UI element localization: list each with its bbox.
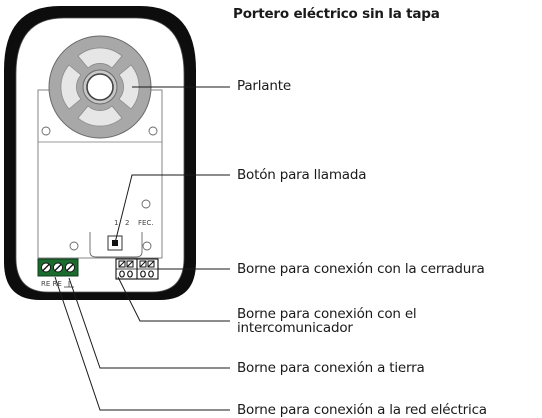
- mount-hole: [142, 241, 152, 251]
- label-lock-terminal: Borne para conexión con la cerradura: [237, 261, 485, 277]
- diagram-title: Portero eléctrico sin la tapa: [233, 6, 440, 22]
- label-mains-terminal: Borne para conexión a la red eléctrica: [237, 402, 487, 418]
- call-button-housing: [89, 232, 143, 258]
- board-marking-terminals: RE RE: [41, 280, 62, 288]
- mains-terminal-block: [37, 258, 79, 277]
- mount-hole: [69, 241, 79, 251]
- board-marking-1: 1: [114, 219, 119, 227]
- leader-ground: [68, 277, 230, 369]
- mount-hole: [41, 126, 51, 136]
- label-intercom-terminal-line2: intercomunicador: [237, 320, 353, 336]
- board-marking-fec: FEC.: [138, 219, 154, 227]
- label-speaker: Parlante: [237, 78, 291, 94]
- label-intercom-terminal-line1: Borne para conexión con el: [237, 306, 417, 322]
- leader-mains: [54, 276, 230, 411]
- mount-hole: [148, 126, 158, 136]
- label-call-button: Botón para llamada: [237, 167, 367, 183]
- leader-call-button: [114, 174, 230, 244]
- leader-lines: [54, 86, 230, 411]
- leader-intercom: [117, 276, 230, 322]
- speaker: [48, 35, 152, 139]
- board-marking-2: 2: [125, 219, 130, 227]
- mount-hole: [141, 199, 151, 209]
- lock-intercom-terminal-block: [115, 258, 159, 280]
- label-ground-terminal: Borne para conexión a tierra: [237, 360, 425, 376]
